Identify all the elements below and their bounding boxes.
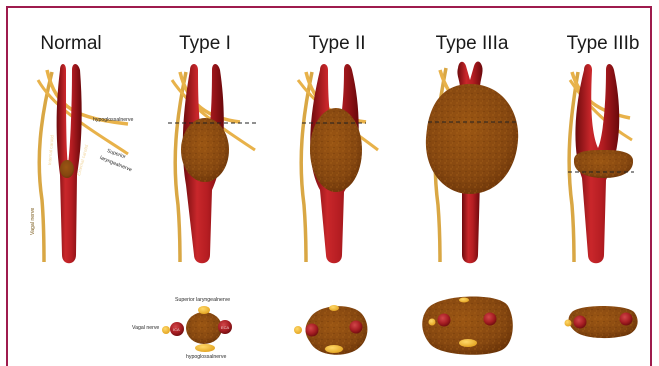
label-cross-ica: ICA [173, 327, 180, 332]
type-2-tumor-texture [310, 108, 362, 192]
type-3a-tumor-texture [426, 84, 518, 194]
label-cross-superior-laryngeal-nerve: Superior laryngealnerve [175, 297, 230, 303]
label-cross-vagal-nerve: Vagal nerve [132, 325, 159, 331]
type-3b-anatomy [568, 64, 634, 263]
ica-vessel [574, 316, 587, 329]
hypoglossal-nerve-section [459, 339, 477, 347]
type-3b-tumor-texture [574, 150, 633, 178]
cross-section-type-3b [565, 306, 638, 338]
label-cross-eca: ECA [221, 325, 229, 330]
label-cross-hypoglossal-nerve: hypoglossalnerve [186, 354, 226, 360]
superior-laryngeal-nerve-section [329, 305, 339, 311]
vagal-nerve-section [162, 326, 170, 334]
cross-section-type-2 [294, 305, 367, 355]
eca-vessel [350, 321, 363, 334]
type-2-anatomy [298, 64, 378, 263]
label-hypoglossal-nerve: hypoglossalnerve [93, 117, 133, 123]
ica-vessel [438, 314, 451, 327]
normal-carotid-body [60, 160, 74, 178]
superior-laryngeal-nerve-section [198, 306, 210, 314]
type-1-anatomy [168, 64, 258, 263]
vagal-nerve-section [565, 320, 572, 327]
vagal-nerve-section [294, 326, 302, 334]
eca-vessel [620, 313, 633, 326]
vagal-nerve-section [429, 319, 436, 326]
eca-vessel [484, 313, 497, 326]
cross-section-type-3a [422, 296, 513, 354]
superior-laryngeal-nerve-section [459, 298, 469, 303]
hypoglossal-nerve-section [195, 344, 215, 352]
vagal-nerve [39, 72, 52, 262]
tumor-section-texture [186, 312, 222, 344]
type-3a-anatomy [426, 62, 518, 264]
type-1-tumor-texture [181, 118, 229, 182]
label-vagal-nerve: Vagal nerve [30, 208, 36, 235]
hypoglossal-nerve-section [325, 345, 343, 353]
ica-vessel [306, 324, 319, 337]
vagal-nerve [301, 72, 312, 262]
